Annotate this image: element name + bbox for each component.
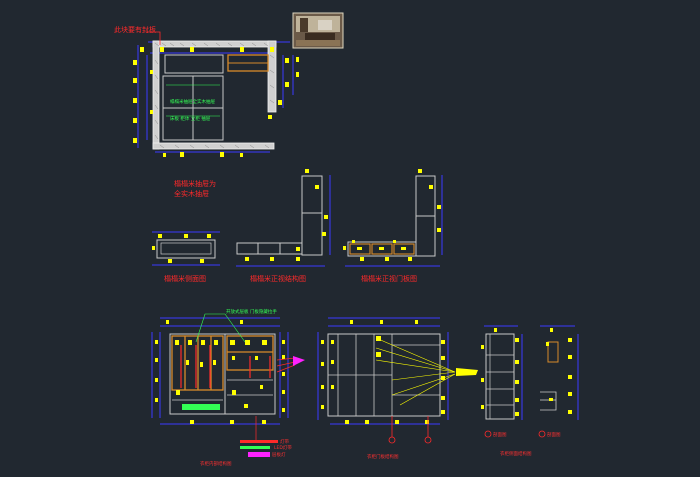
side-section-label: 榻榻米侧面图 (164, 274, 206, 283)
tatami-views: 榻榻米抽屉为 全实木抽屉 榻榻米侧面图 榻榻米正视结构图 (152, 169, 443, 283)
wardrobe-front-elevation: 衣柜门板结构图 (317, 317, 478, 460)
wardrobe-note: 开放式层板 门板隐藏拉手 (226, 308, 277, 315)
plan-inner-note-1: 榻榻米抽屉全实木抽屉 (170, 98, 215, 105)
tatami-front-structure: 榻榻米正视结构图 (236, 169, 331, 283)
section-mark-2: 剖面图 (547, 431, 561, 438)
wardrobe-elevations: 开放式层板 门板隐藏拉手 灯带 LED灯带 层板灯 衣柜内部结构图 (151, 308, 579, 467)
wardrobe-side-elevation: 剖面图 剖面图 衣柜侧面结构图 (481, 325, 579, 457)
tatami-front-door: 榻榻米正视门板图 (343, 169, 443, 283)
reference-photo (292, 12, 344, 49)
front-door-label: 榻榻米正视门板图 (361, 274, 417, 283)
plan-cabinets (162, 54, 224, 141)
cabinet-note-line1: 榻榻米抽屉为 (174, 179, 216, 188)
front-structure-label: 榻榻米正视结构图 (250, 274, 306, 283)
wardrobe-inner-label: 衣柜内部结构图 (200, 460, 232, 467)
legend-item-2: LED灯带 (274, 444, 292, 451)
plan-walls (152, 40, 277, 150)
section-mark-1: 剖面图 (493, 431, 507, 438)
wardrobe-side-label: 衣柜侧面结构图 (500, 450, 532, 457)
legend-item-1: 灯带 (280, 438, 289, 445)
legend-item-3: 层板灯 (272, 451, 286, 458)
wardrobe-inner-elevation: 开放式层板 门板隐藏拉手 灯带 LED灯带 层板灯 衣柜内部结构图 (151, 308, 305, 467)
tatami-side-section: 榻榻米侧面图 (152, 231, 220, 283)
cabinet-note-line2: 全实木抽屉 (174, 189, 209, 198)
plan-inner-note-2: 床板 柜体 立柜 抽屉 (170, 115, 211, 122)
plan-note: 此块要有封板 (114, 25, 156, 34)
legend: 灯带 LED灯带 层板灯 (240, 438, 292, 458)
wardrobe-front-label: 衣柜门板结构图 (367, 453, 399, 460)
floor-plan: 榻榻米抽屉全实木抽屉 床板 柜体 立柜 抽屉 此块要有封板 (114, 12, 344, 157)
